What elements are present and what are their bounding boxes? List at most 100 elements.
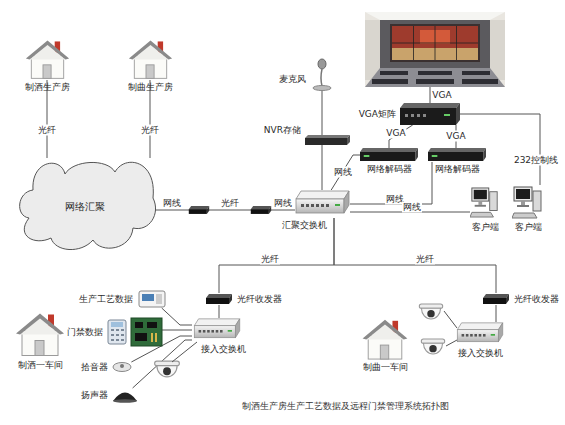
node-label-group: 网络解码器 — [435, 164, 480, 175]
house: 制酒生产房 — [25, 38, 70, 80]
speaker-device: 扬声器 — [112, 388, 138, 402]
network-cloud: 网络汇聚 — [15, 158, 155, 253]
connector-line — [219, 305, 220, 318]
connector-line — [133, 340, 192, 388]
node-label: 制曲生产房 — [128, 82, 173, 93]
node-label: 制曲一车间 — [363, 362, 408, 373]
wire-label: 网线 — [273, 198, 293, 209]
node-label-group: 门禁数据 — [67, 327, 103, 338]
transceiver-icon — [251, 206, 271, 214]
access-switch: 接入交换机 — [455, 322, 505, 346]
workshop-house: 制曲一车间 — [360, 318, 410, 360]
node-label: 客户端 — [515, 222, 542, 233]
connector-label: 光纤 — [260, 254, 280, 265]
video-wall — [365, 12, 505, 87]
connector-label: 光纤 — [140, 125, 160, 136]
node-label: 扬声器 — [81, 390, 108, 401]
connector-line — [322, 90, 323, 135]
node-label-group: 制酒生产房 — [25, 82, 70, 93]
node-label-group: VGA矩阵 — [359, 109, 396, 120]
network-decoder: 网络解码器 — [360, 148, 418, 162]
node-label: 网络解码器 — [435, 164, 480, 175]
node-label-group: 汇聚交换机 — [282, 220, 327, 231]
pickup-device: 拾音器 — [112, 362, 132, 372]
camera-wire — [172, 311, 457, 362]
process-data-icon — [139, 291, 165, 307]
connector-label: 网线 — [402, 202, 422, 213]
node-label-group: 光纤收发器 — [514, 294, 559, 305]
pickup-icon — [113, 363, 131, 372]
connector-line — [162, 330, 192, 331]
node-label: 光纤收发器 — [514, 294, 559, 305]
switch-icon — [194, 319, 239, 338]
connector-line — [322, 145, 323, 190]
connector-label: 光纤 — [415, 254, 435, 265]
node-label: 门禁数据 — [67, 327, 103, 338]
house: 制曲生产房 — [128, 38, 173, 80]
network-decoder: 网络解码器 — [428, 148, 486, 162]
client-pc: 客户端 — [512, 185, 544, 220]
node-label-group: 网络解码器 — [367, 164, 412, 175]
node-label-group: 网络汇聚 — [65, 200, 105, 211]
connector-line — [350, 162, 432, 204]
switch-icon — [296, 191, 349, 213]
house-icon — [363, 320, 408, 359]
node-label: 光纤收发器 — [237, 294, 282, 305]
house-icon — [129, 41, 172, 79]
node-label-group: 麦克风 — [279, 74, 306, 85]
node-label: VGA矩阵 — [359, 109, 396, 120]
node-label: 汇聚交换机 — [282, 220, 327, 231]
camera-icon — [419, 304, 442, 319]
access-control-icon — [108, 318, 162, 346]
node-label-group: 客户端 — [515, 222, 542, 233]
diagram-caption: 制酒生产房生产工艺数据及远程门禁管理系统拓扑图 — [242, 401, 449, 412]
cloud-outline — [20, 162, 156, 249]
connector-line — [496, 305, 497, 322]
camera-icon — [421, 339, 444, 354]
nvr-storage: NVR存储 — [305, 135, 350, 145]
node-label: 拾音器 — [81, 362, 108, 373]
access-control-device: 门禁数据 — [107, 318, 162, 346]
node-label-group: 制酒一车间 — [18, 360, 63, 371]
decoder-icon — [360, 148, 418, 161]
transceiver-icon — [206, 294, 232, 304]
node-label-group: 制曲一车间 — [363, 362, 408, 373]
node-label: NVR存储 — [264, 125, 301, 136]
connector-line — [162, 308, 192, 325]
connector-label: VGA — [385, 128, 406, 139]
microphone: 麦克风 — [312, 60, 332, 90]
fiber-transceiver: 光纤收发器 — [482, 293, 510, 305]
connector-label: 光纤 — [37, 125, 57, 136]
matrix-icon — [400, 103, 460, 125]
switch-icon — [457, 323, 502, 342]
connector-label: VGA — [445, 131, 466, 142]
node-label-group: 接入交换机 — [458, 348, 503, 359]
client-pc: 客户端 — [470, 185, 500, 220]
node-label-group: NVR存储 — [264, 125, 301, 136]
microphone-icon — [313, 59, 331, 91]
vga-wire — [430, 87, 431, 103]
connector-label: 网线 — [333, 167, 353, 178]
node-label: 制酒一车间 — [18, 360, 63, 371]
decoder-icon — [428, 148, 486, 161]
fiber-transceiver: 光纤收发器 — [205, 293, 233, 305]
node-label: 接入交换机 — [458, 348, 503, 359]
node-label-group: 拾音器 — [81, 362, 108, 373]
camera-icon — [155, 361, 180, 377]
node-label-group: 接入交换机 — [201, 344, 246, 355]
house-icon — [26, 41, 69, 79]
connector-line — [219, 218, 334, 293]
nvr-icon — [305, 135, 350, 145]
node-label-group: 生产工艺数据 — [79, 294, 133, 305]
pc-icon — [512, 187, 541, 218]
node-label-group: 客户端 — [472, 222, 499, 233]
core-switch: 汇聚交换机 — [295, 190, 350, 218]
vga-matrix: VGA矩阵 — [400, 103, 460, 125]
node-label: 制酒生产房 — [25, 82, 70, 93]
connector-label: 光纤 — [220, 198, 240, 209]
node-label: 生产工艺数据 — [79, 294, 133, 305]
wire-label: 网线 — [162, 198, 182, 209]
